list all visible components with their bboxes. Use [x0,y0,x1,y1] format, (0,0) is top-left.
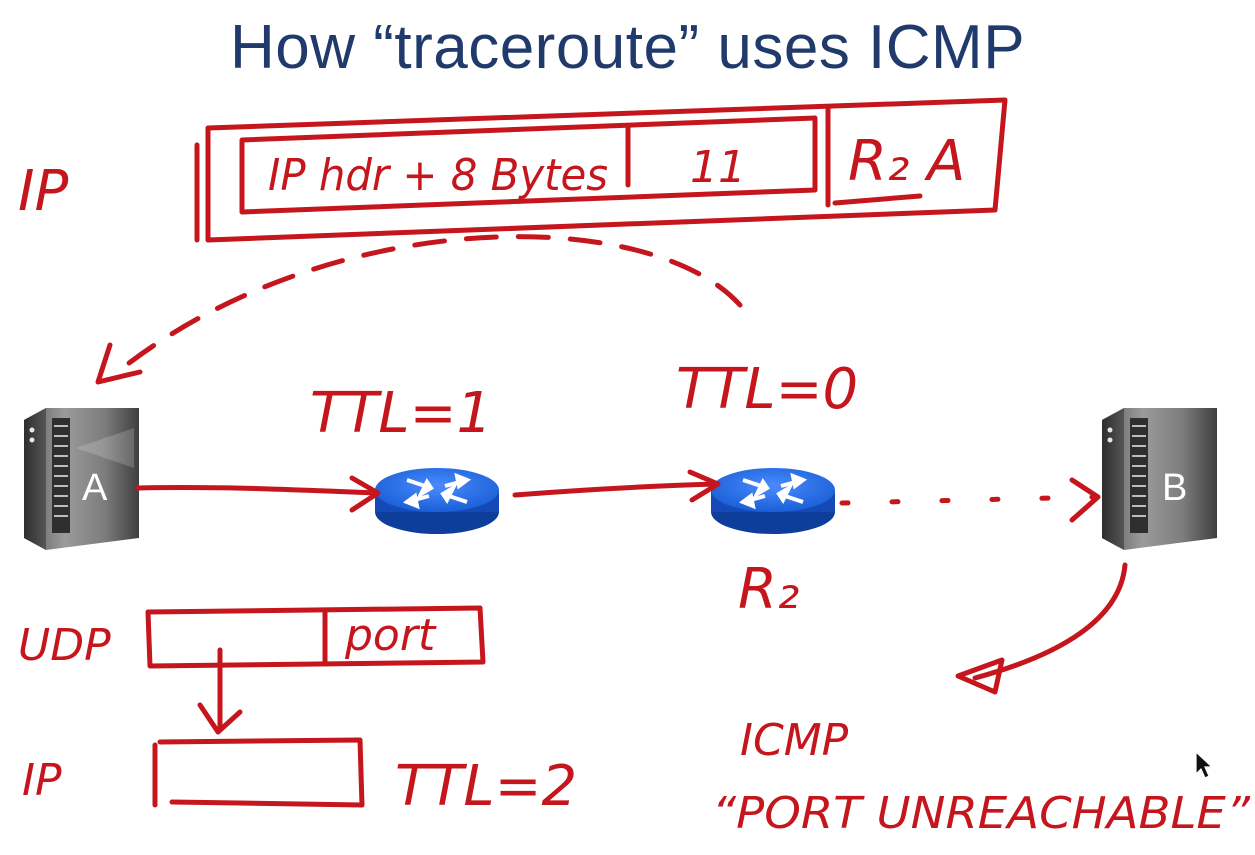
r2-underline [832,193,923,206]
link-a-to-r1 [135,484,379,496]
return-path-dashed [117,234,743,373]
udp-encapsulation: UDP port IP TTL=2 [18,605,577,819]
payload-box [239,115,818,215]
mouse-cursor-icon [1195,750,1214,779]
icmp-payload-text: IP hdr + 8 Bytes [268,150,608,201]
icmp-label: ICMP [740,715,849,766]
ttl-0-label: TTL=0 [676,357,858,422]
packet-outer-frame [205,97,1008,243]
router-r2-label: R₂ [738,557,799,622]
udp-packet-box [145,605,486,669]
link-r2-to-b-dotted [839,494,1098,506]
encap-arrowhead [197,702,243,735]
ip-label-bottom: IP [22,755,62,806]
link-r1-to-r2 [512,481,719,498]
icmp-type-text: 11 [690,142,746,193]
host-b-label: B [1162,467,1187,509]
icmp-reply-arrow [972,562,1128,681]
arrowhead-b [1069,477,1101,523]
src-dst-text: R₂ A [848,129,965,194]
icmp-reply-arrowhead [955,657,1005,695]
udp-label: UDP [18,620,111,671]
host-b: B [1102,408,1217,550]
port-label: port [344,610,437,661]
host-a-label: A [82,467,108,509]
router-r1 [375,468,499,534]
arrowhead-r1 [349,475,381,513]
host-a: A [24,408,139,550]
arrowhead-r2 [687,469,721,503]
return-arrowhead [95,342,143,385]
ip-packet-box [157,737,365,808]
icmp-reply-packet: IP IP hdr + 8 Bytes 11 R₂ A [18,97,1008,243]
port-unreachable-label: “PORT UNREACHABLE” [712,788,1251,839]
ttl-1-label: TTL=1 [310,381,492,446]
slide-title: How “traceroute” uses ICMP [229,13,1026,82]
ttl-2-label: TTL=2 [395,754,577,819]
ip-label-top: IP [18,159,69,224]
router-r2 [711,468,835,534]
